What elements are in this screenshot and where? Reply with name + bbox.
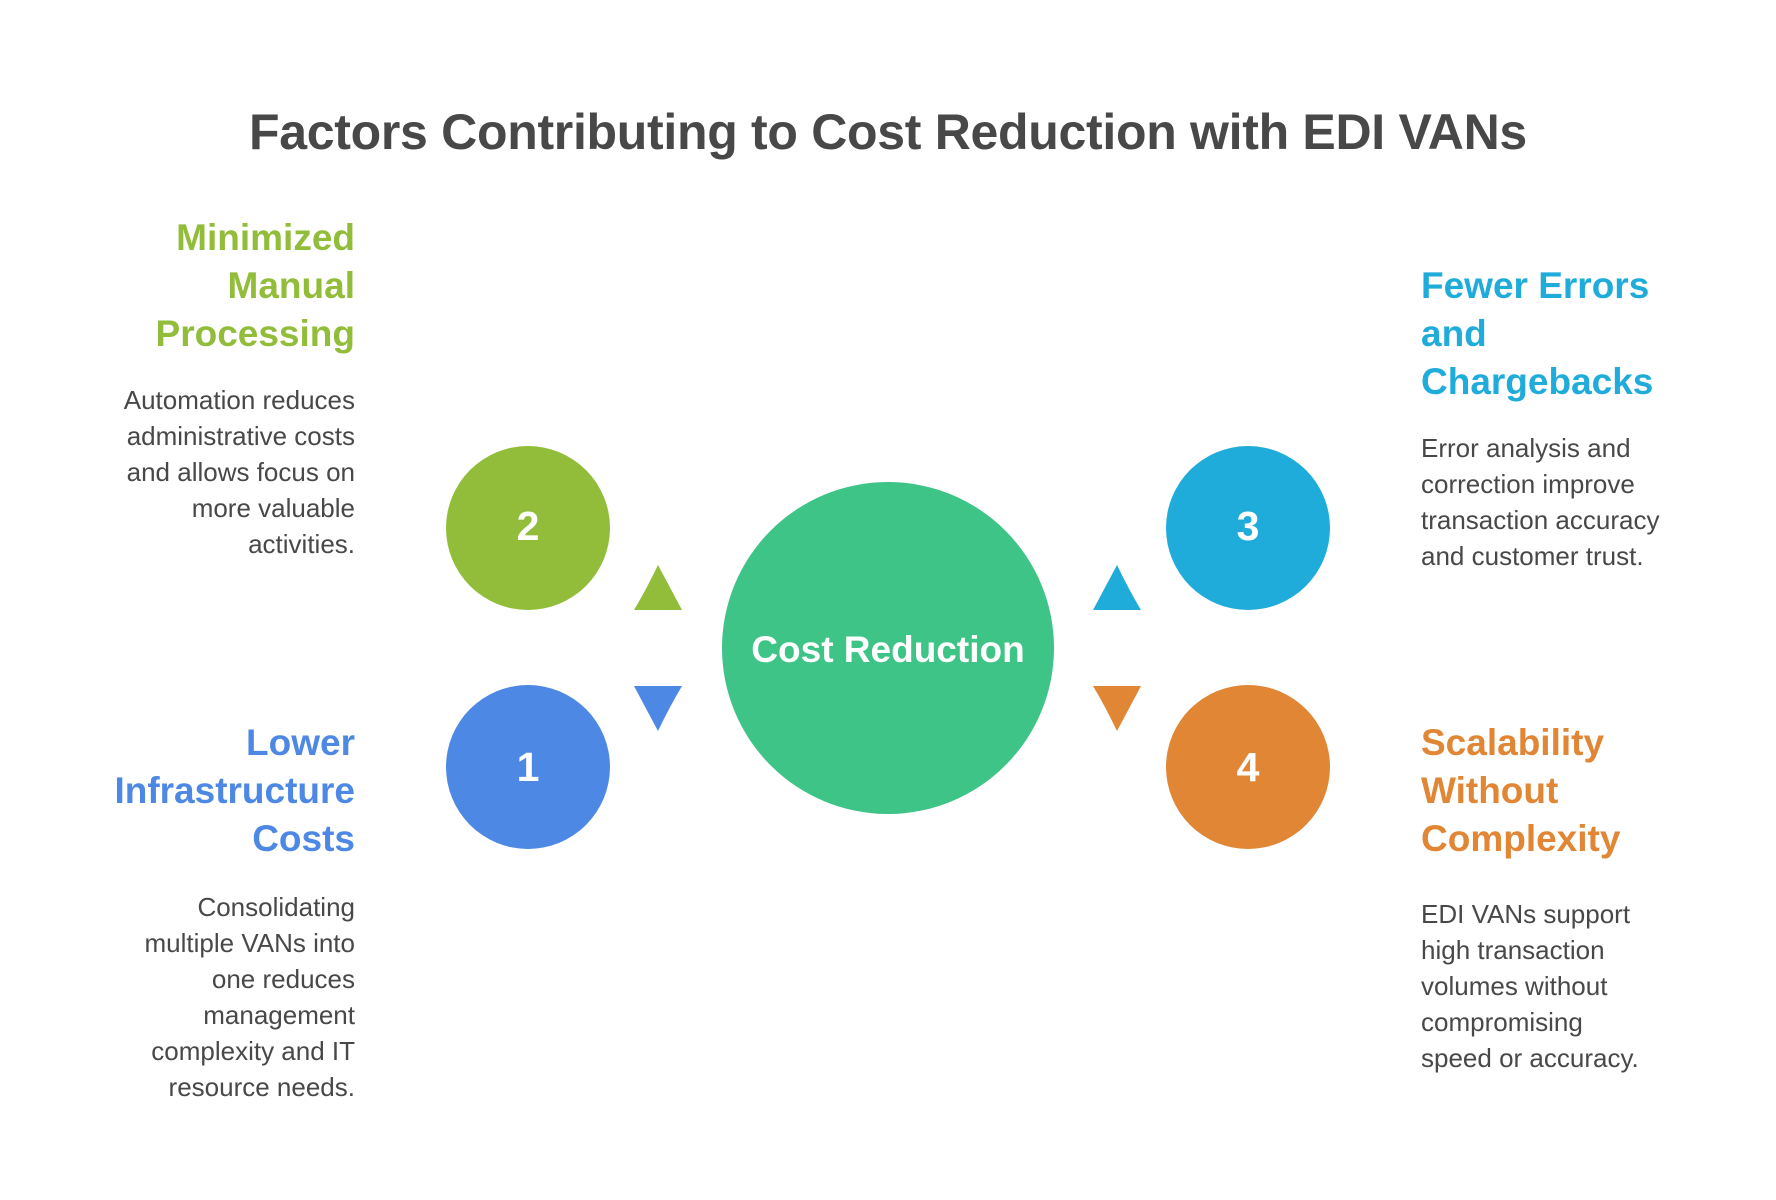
factor-heading-3: Fewer Errors and Chargebacks bbox=[1421, 262, 1741, 406]
description-line: transaction accuracy bbox=[1421, 505, 1660, 535]
description-line: and customer trust. bbox=[1421, 541, 1644, 571]
heading-line: Minimized bbox=[176, 217, 355, 258]
heading-line: Fewer Errors bbox=[1421, 265, 1650, 306]
heading-line: Infrastructure bbox=[114, 770, 355, 811]
center-hub: Cost Reduction bbox=[722, 482, 1054, 814]
heading-line: Complexity bbox=[1421, 818, 1621, 859]
heading-line: Chargebacks bbox=[1421, 361, 1654, 402]
factor-description-1: Consolidating multiple VANs into one red… bbox=[35, 889, 356, 1105]
factor-circle-1 bbox=[446, 685, 610, 849]
heading-line: Costs bbox=[252, 818, 355, 859]
description-line: volumes without bbox=[1421, 971, 1608, 1001]
description-line: high transaction bbox=[1421, 935, 1605, 965]
factor-number-1: 1 bbox=[517, 744, 540, 790]
factor-text-2: Minimized Manual Processing Automation r… bbox=[35, 214, 355, 562]
factor-heading-2: Minimized Manual Processing bbox=[35, 214, 355, 358]
factor-text-3: Fewer Errors and Chargebacks Error analy… bbox=[1421, 262, 1741, 574]
heading-line: Manual bbox=[227, 265, 355, 306]
description-line: speed or accuracy. bbox=[1421, 1043, 1639, 1073]
factor-node-1: 1 bbox=[446, 685, 682, 849]
description-line: correction improve bbox=[1421, 469, 1635, 499]
center-label: Cost Reduction bbox=[751, 629, 1024, 670]
factor-number-4: 4 bbox=[1237, 744, 1260, 790]
heading-line: Lower bbox=[246, 722, 355, 763]
heading-line: Processing bbox=[155, 313, 355, 354]
factor-heading-4: Scalability Without Complexity bbox=[1421, 719, 1741, 863]
description-line: compromising bbox=[1421, 1007, 1583, 1037]
factor-number-3: 3 bbox=[1237, 503, 1260, 549]
arrow-up-icon bbox=[1093, 565, 1141, 610]
factor-description-2: Automation reduces administrative costs … bbox=[35, 382, 355, 562]
factor-description-4: EDI VANs support high transaction volume… bbox=[1421, 896, 1741, 1076]
center-circle bbox=[722, 482, 1054, 814]
description-line: administrative costs bbox=[126, 421, 355, 451]
description-line: Automation reduces bbox=[123, 385, 355, 415]
description-line: Error analysis and bbox=[1421, 433, 1631, 463]
description-line: activities. bbox=[248, 529, 355, 559]
factor-node-3: 3 bbox=[1093, 446, 1330, 610]
heading-line: Scalability bbox=[1421, 722, 1605, 763]
heading-line: Without bbox=[1421, 770, 1559, 811]
description-line: resource needs. bbox=[168, 1072, 355, 1102]
description-line: and allows focus on bbox=[126, 457, 355, 487]
description-line: multiple VANs into bbox=[144, 928, 356, 958]
factor-heading-1: Lower Infrastructure Costs bbox=[35, 719, 355, 863]
arrow-down-icon bbox=[1093, 686, 1141, 731]
description-line: Consolidating bbox=[197, 892, 355, 922]
factor-description-3: Error analysis and correction improve tr… bbox=[1421, 430, 1741, 574]
description-line: EDI VANs support bbox=[1421, 899, 1631, 929]
description-line: complexity and IT bbox=[151, 1036, 355, 1066]
description-line: more valuable bbox=[191, 493, 355, 523]
diagram-title: Factors Contributing to Cost Reduction w… bbox=[249, 104, 1527, 160]
factor-text-4: Scalability Without Complexity EDI VANs … bbox=[1421, 719, 1741, 1076]
description-line: one reduces bbox=[211, 964, 355, 994]
factor-circle-2 bbox=[446, 446, 610, 610]
factor-number-2: 2 bbox=[517, 503, 540, 549]
arrow-up-icon bbox=[634, 565, 682, 610]
factor-node-2: 2 bbox=[446, 446, 682, 610]
factor-text-1: Lower Infrastructure Costs Consolidating… bbox=[35, 719, 355, 1105]
heading-line: and bbox=[1421, 313, 1487, 354]
description-line: management bbox=[203, 1000, 355, 1030]
factor-circle-3 bbox=[1166, 446, 1330, 610]
factor-circle-4 bbox=[1166, 685, 1330, 849]
factor-node-4: 4 bbox=[1093, 685, 1330, 849]
arrow-down-icon bbox=[634, 686, 682, 731]
